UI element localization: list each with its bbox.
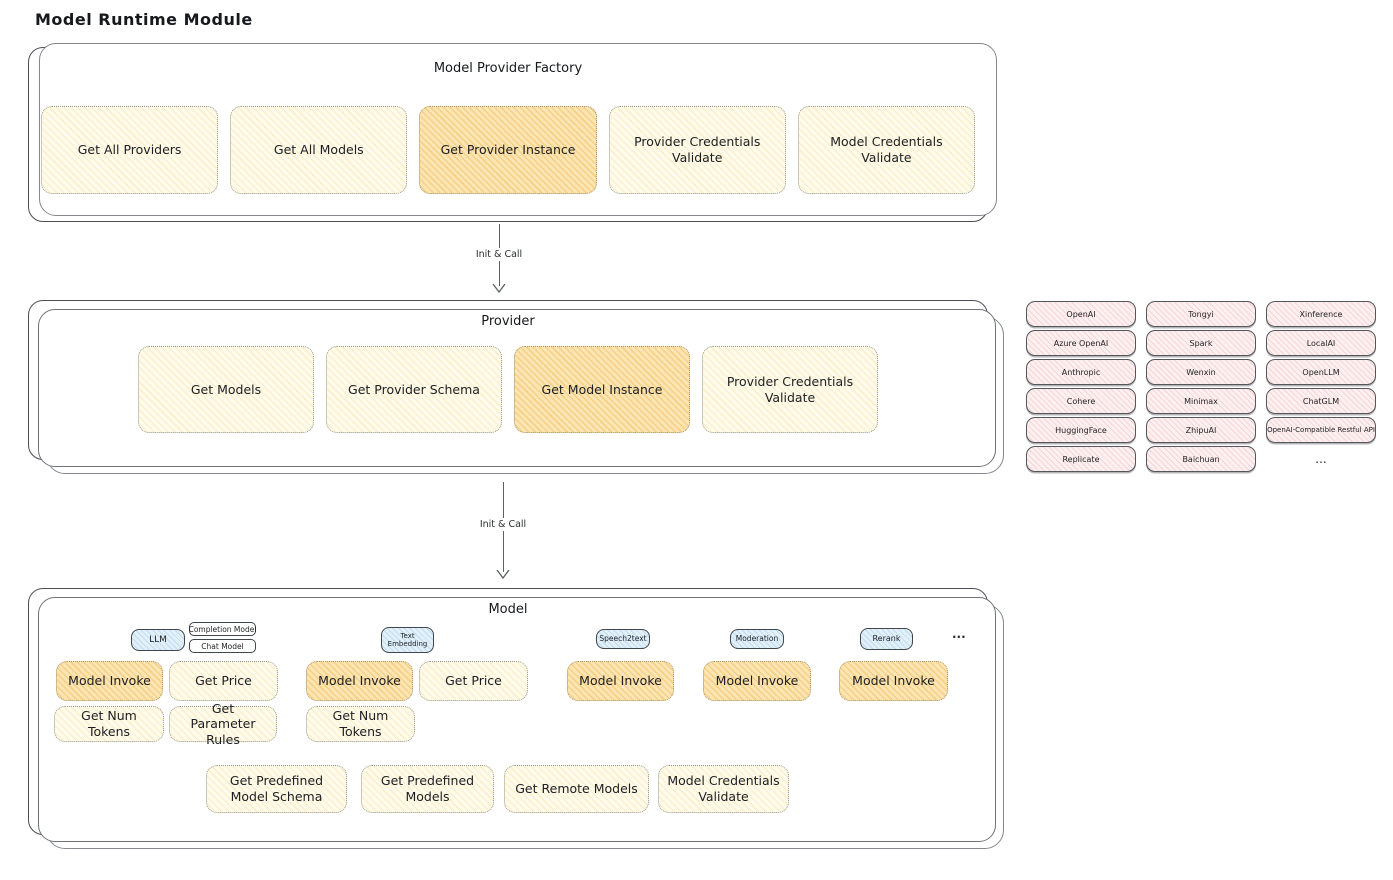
arrowhead-down-icon bbox=[492, 284, 506, 293]
provider-pill-replicate: Replicate bbox=[1026, 446, 1136, 472]
node-get-provider-instance: Get Provider Instance bbox=[419, 106, 597, 194]
node-model-invoke-moderation: Model Invoke bbox=[703, 661, 811, 701]
provider-pill-xinference: Xinference bbox=[1266, 301, 1376, 327]
node-model-invoke-speech2text: Model Invoke bbox=[567, 661, 674, 701]
provider-pill-zhipuai: ZhipuAI bbox=[1146, 417, 1256, 443]
arrow-label-init-call-1: Init & Call bbox=[471, 248, 527, 261]
tab-text-embedding: Text Embedding bbox=[381, 627, 434, 653]
tab-completion-model: Completion Model bbox=[189, 622, 256, 636]
provider-pill-baichuan: Baichuan bbox=[1146, 446, 1256, 472]
page-title: Model Runtime Module bbox=[35, 10, 253, 29]
provider-pill-chatglm: ChatGLM bbox=[1266, 388, 1376, 414]
tab-speech2text: Speech2text bbox=[596, 629, 650, 649]
provider-pill-minimax: Minimax bbox=[1146, 388, 1256, 414]
node-get-remote-models: Get Remote Models bbox=[504, 765, 649, 813]
provider-pill-anthropic: Anthropic bbox=[1026, 359, 1136, 385]
node-model-invoke-text-embedding: Model Invoke bbox=[306, 661, 413, 701]
node-provider-credentials-validate-2: Provider Credentials Validate bbox=[702, 346, 878, 433]
node-get-price-llm: Get Price bbox=[169, 661, 278, 701]
provider-pill-cohere: Cohere bbox=[1026, 388, 1136, 414]
provider-box: Provider Get Models Get Provider Schema … bbox=[28, 300, 988, 460]
provider-list: OpenAI Tongyi Xinference Azure OpenAI Sp… bbox=[1026, 301, 1376, 472]
node-model-invoke-rerank: Model Invoke bbox=[839, 661, 948, 701]
factory-buttons-row: Get All Providers Get All Models Get Pro… bbox=[41, 106, 976, 194]
arrow-init-call-1: Init & Call bbox=[471, 224, 527, 293]
node-model-credentials-validate-2: Model Credentials Validate bbox=[658, 765, 789, 813]
provider-pill-spark: Spark bbox=[1146, 330, 1256, 356]
node-get-price-text-embedding: Get Price bbox=[419, 661, 528, 701]
provider-pill-openai: OpenAI bbox=[1026, 301, 1136, 327]
tab-llm: LLM bbox=[131, 629, 185, 651]
provider-pill-openllm: OpenLLM bbox=[1266, 359, 1376, 385]
node-get-parameter-rules: Get Parameter Rules bbox=[169, 701, 277, 747]
node-get-provider-schema: Get Provider Schema bbox=[326, 346, 502, 433]
provider-pill-tongyi: Tongyi bbox=[1146, 301, 1256, 327]
node-get-all-models: Get All Models bbox=[230, 106, 408, 194]
model-box: Model LLM Completion Model Chat Model Te… bbox=[28, 588, 988, 835]
node-model-invoke-llm: Model Invoke bbox=[56, 661, 163, 701]
tab-chat-model: Chat Model bbox=[189, 639, 256, 653]
model-title: Model bbox=[488, 602, 528, 617]
arrow-init-call-2: Init & Call bbox=[475, 482, 531, 579]
node-get-model-instance: Get Model Instance bbox=[514, 346, 690, 433]
provider-list-ellipsis: ... bbox=[1315, 452, 1327, 466]
node-get-num-tokens-llm: Get Num Tokens bbox=[54, 706, 164, 742]
tab-rerank: Rerank bbox=[860, 628, 913, 650]
tabs-ellipsis: ... bbox=[952, 627, 966, 641]
provider-pill-localai: LocalAI bbox=[1266, 330, 1376, 356]
model-provider-factory-box: Model Provider Factory Get All Providers… bbox=[28, 47, 988, 222]
node-provider-credentials-validate: Provider Credentials Validate bbox=[608, 106, 786, 194]
provider-pill-azure-openai: Azure OpenAI bbox=[1026, 330, 1136, 356]
node-get-num-tokens-text-embedding: Get Num Tokens bbox=[306, 706, 415, 742]
provider-pill-wenxin: Wenxin bbox=[1146, 359, 1256, 385]
node-get-all-providers: Get All Providers bbox=[41, 106, 219, 194]
node-get-models: Get Models bbox=[138, 346, 314, 433]
provider-title: Provider bbox=[481, 314, 535, 329]
arrow-label-init-call-2: Init & Call bbox=[475, 518, 531, 531]
provider-pill-huggingface: HuggingFace bbox=[1026, 417, 1136, 443]
node-get-predefined-model-schema: Get Predefined Model Schema bbox=[206, 765, 347, 813]
node-model-credentials-validate: Model Credentials Validate bbox=[797, 106, 976, 194]
arrowhead-down-icon bbox=[496, 570, 510, 579]
tab-moderation: Moderation bbox=[730, 629, 784, 649]
provider-buttons-row: Get Models Get Provider Schema Get Model… bbox=[41, 346, 975, 433]
node-get-predefined-models: Get Predefined Models bbox=[361, 765, 494, 813]
factory-title: Model Provider Factory bbox=[433, 61, 583, 76]
provider-pill-openai-compatible-restful-api: OpenAI-Compatible Restful API bbox=[1266, 417, 1376, 443]
